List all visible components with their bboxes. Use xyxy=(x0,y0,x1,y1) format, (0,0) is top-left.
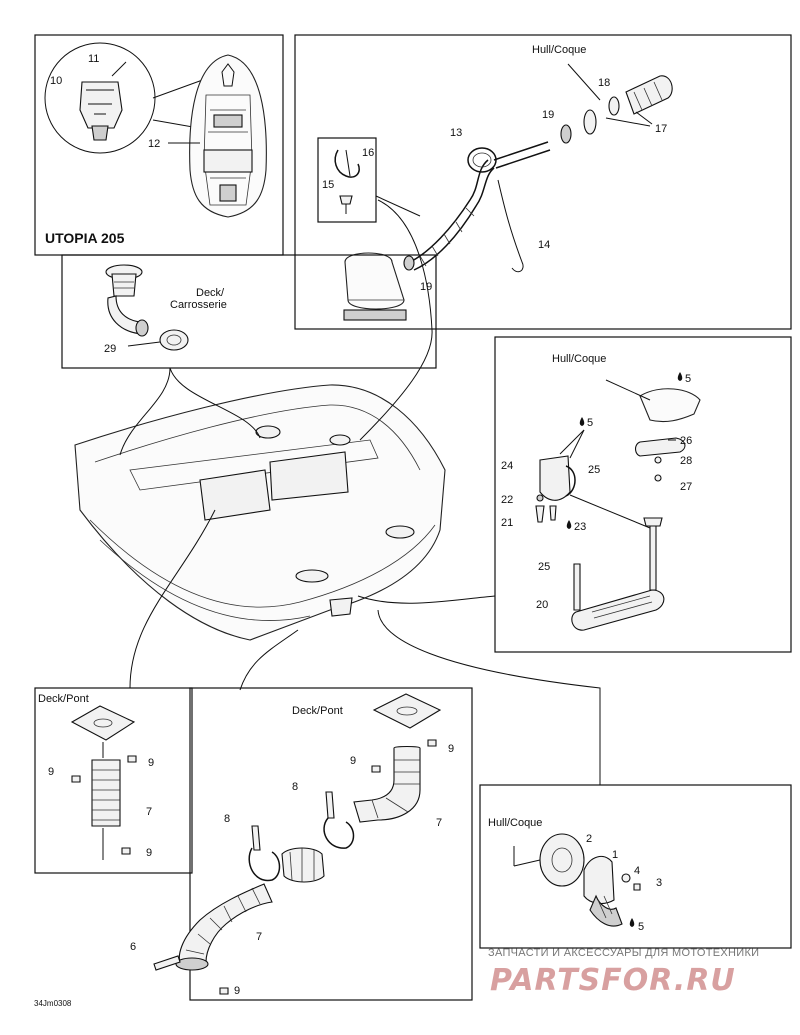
sealant-drop-icon xyxy=(629,918,635,927)
callout-2: 2 xyxy=(586,833,592,845)
label-deck-fitting: Deck/ xyxy=(196,287,225,299)
callout-10: 10 xyxy=(50,75,62,87)
callout-18: 18 xyxy=(598,77,610,89)
sealant-drop-icon xyxy=(579,417,585,426)
panel-pump-bracket xyxy=(494,336,792,653)
callout-23: 23 xyxy=(574,521,586,533)
callout-8-center: 8 xyxy=(292,781,298,793)
callout-26: 26 xyxy=(680,435,692,447)
watermark-tagline: ЗАПЧАСТИ И АКСЕССУАРЫ ДЛЯ МОТОТЕХНИКИ xyxy=(488,947,759,959)
label-deck-pont-center: Deck/Pont xyxy=(292,705,343,717)
watermark-logo: PARTSFOR.RU xyxy=(490,963,736,998)
callout-21: 21 xyxy=(501,517,513,529)
callout-11: 11 xyxy=(88,53,99,65)
callout-20: 20 xyxy=(536,599,548,611)
label-deck-pont-left: Deck/Pont xyxy=(38,693,89,705)
callout-19-pump: 19 xyxy=(420,281,432,293)
callout-8-left: 8 xyxy=(224,813,230,825)
callout-12: 12 xyxy=(148,138,160,150)
label-carrosserie: Carrosserie xyxy=(170,299,227,311)
callout-17: 17 xyxy=(655,123,667,135)
label-hull-coque-drain: Hull/Coque xyxy=(488,817,542,829)
callout-9-center-b: 9 xyxy=(350,755,356,767)
callout-9-left-b: 9 xyxy=(148,757,154,769)
callout-5-drain: 5 xyxy=(638,921,644,933)
callout-25-bracket: 25 xyxy=(588,464,600,476)
callout-3: 3 xyxy=(656,877,662,889)
model-name: UTOPIA 205 xyxy=(45,230,125,246)
callout-9-left-c: 9 xyxy=(146,847,152,859)
callout-9-left-a: 9 xyxy=(48,766,54,778)
panel-hull-drain xyxy=(479,784,792,949)
callout-7-center: 7 xyxy=(436,817,442,829)
sealant-drop-icon xyxy=(566,520,572,529)
boat-rear-view xyxy=(74,199,601,785)
callout-15: 15 xyxy=(322,179,334,191)
panel-bilge-pump xyxy=(294,34,792,330)
callout-19-top: 19 xyxy=(542,109,554,121)
callout-25-rod: 25 xyxy=(538,561,550,573)
callout-7-bottom: 7 xyxy=(256,931,262,943)
label-hull-coque-top: Hull/Coque xyxy=(532,44,586,56)
callout-9-center-a: 9 xyxy=(448,743,454,755)
callout-14: 14 xyxy=(538,239,550,251)
callout-6: 6 xyxy=(130,941,136,953)
label-hull-coque-bracket: Hull/Coque xyxy=(552,353,606,365)
callout-13: 13 xyxy=(450,127,462,139)
callout-24: 24 xyxy=(501,460,513,472)
drawing-code: 34Jm0308 xyxy=(34,999,72,1008)
callout-28: 28 xyxy=(680,455,692,467)
callout-7-left: 7 xyxy=(146,806,152,818)
callout-1: 1 xyxy=(612,849,618,861)
callout-16: 16 xyxy=(362,147,374,159)
panel-deck-vent-hoses xyxy=(153,687,473,1001)
callout-29: 29 xyxy=(104,343,116,355)
panel-deck-vent-left xyxy=(34,687,193,874)
callout-5-bracket-top: 5 xyxy=(685,373,691,385)
callout-22: 22 xyxy=(501,494,513,506)
callout-4: 4 xyxy=(634,865,640,877)
panel-boat-overview xyxy=(34,34,284,256)
callout-5-bracket-mid: 5 xyxy=(587,417,593,429)
panel-deck-fitting xyxy=(61,254,437,369)
callout-27: 27 xyxy=(680,481,692,493)
callout-9-bottom: 9 xyxy=(234,985,240,997)
sealant-drop-icon xyxy=(677,372,683,381)
